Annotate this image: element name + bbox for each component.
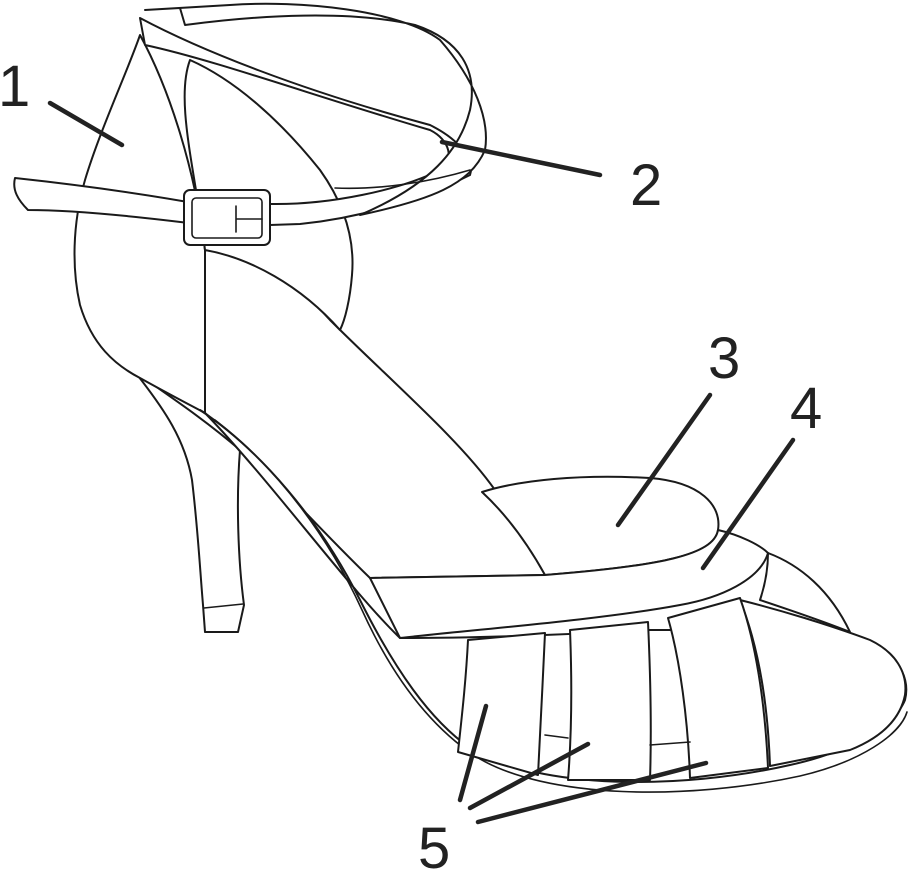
leader-line-5-2 <box>467 741 591 811</box>
leader-line-5-3 <box>475 760 709 825</box>
callout-2: 2 <box>630 153 662 218</box>
ankle-strap-under <box>334 169 471 190</box>
ankle-strap-band <box>13 177 206 226</box>
toe-opening <box>759 552 851 633</box>
sole-edge <box>369 529 769 639</box>
callout-labels: 1 2 34 5 <box>0 54 822 877</box>
toe-strap-2 <box>567 621 652 781</box>
leader-line-5 <box>457 703 489 803</box>
callout-5: 5 <box>418 816 450 872</box>
leader-lines <box>47 100 796 825</box>
leader-line-4 <box>700 437 796 571</box>
toe-strap-3 <box>667 597 769 779</box>
ankle-strap-loop <box>144 2 487 216</box>
callout-1: 1 <box>0 54 30 119</box>
callout-3: 3 <box>708 326 740 391</box>
heel <box>134 371 245 633</box>
toe-strap-1 <box>457 632 546 776</box>
toe-strap-gap-1 <box>544 734 569 739</box>
leader-line-1 <box>47 100 125 148</box>
toe-strap-gap-2 <box>649 741 691 746</box>
quarter-panel <box>204 249 546 579</box>
buckle-icon <box>183 189 271 246</box>
toe-bed <box>739 599 907 767</box>
leader-line-2 <box>439 139 603 178</box>
heel-tip-line <box>203 603 244 609</box>
leader-line-3 <box>615 392 713 528</box>
callout-4: 4 <box>790 376 822 441</box>
heel-counter <box>73 34 206 414</box>
